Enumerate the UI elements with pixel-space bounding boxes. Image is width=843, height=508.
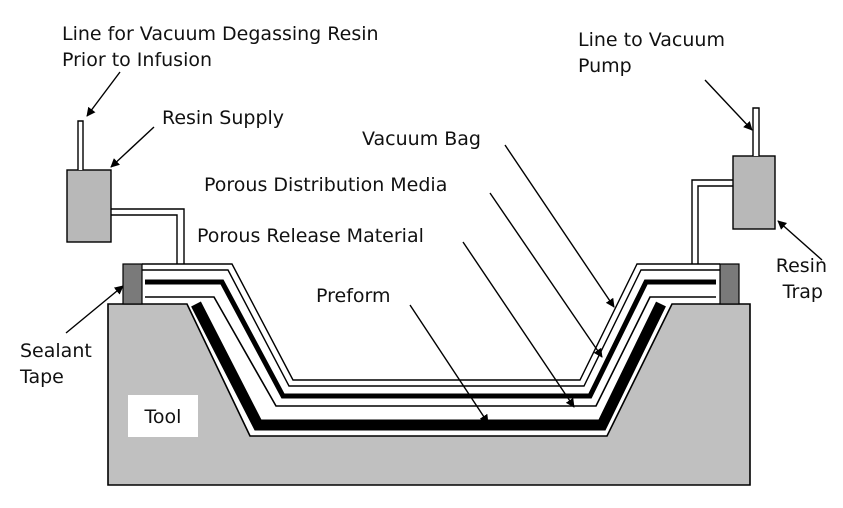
release-material [145,296,716,407]
degas-line [77,120,84,170]
distribution-media [145,279,716,399]
degas-line-label-line1: Line for Vacuum Degassing Resin [62,23,379,45]
release-material-label: Porous Release Material [197,225,424,247]
distribution-media-arrow [489,192,603,358]
vacuum-pump-line [752,107,760,156]
preform [191,301,666,431]
resin-supply-label: Resin Supply [162,107,284,129]
resin-supply-container [66,169,112,243]
sealant-tape-right [719,263,740,305]
vacuum-line-label-line2: Pump [578,55,632,77]
sealant-tape-left [122,263,143,305]
resin-trap-container [732,155,776,230]
resin-trap-label-line2: Trap [782,281,823,303]
distribution-media-label: Porous Distribution Media [204,174,447,196]
resin-trap-arrow [777,220,823,261]
vacuum-bag-arrow [504,144,615,308]
vacuum-pump-arrow [704,79,753,131]
sealant-tape-label-line1: Sealant [20,340,92,362]
degas-line-arrow [86,71,121,117]
resin-supply-arrow [110,126,155,168]
vacuum-bag-label: Vacuum Bag [362,128,481,150]
tool-label: Tool [144,406,182,428]
resin-supply-line [111,208,185,264]
sealant-tape-label-line2: Tape [19,366,64,388]
sealant-tape-arrow [65,285,124,334]
vacuum-bag-inner [142,269,720,387]
vacuum-line-label-line1: Line to Vacuum [578,29,725,51]
tool-label-box [128,395,198,437]
preform-arrow [409,304,489,424]
preform-label: Preform [316,285,391,307]
resin-trap-line [691,179,733,264]
resin-trap-label-line1: Resin [776,255,827,277]
tool-body [107,303,751,486]
vacuum-bag-outer [142,263,720,381]
degas-line-label-line2: Prior to Infusion [62,49,212,71]
release-material-arrow [462,241,575,408]
